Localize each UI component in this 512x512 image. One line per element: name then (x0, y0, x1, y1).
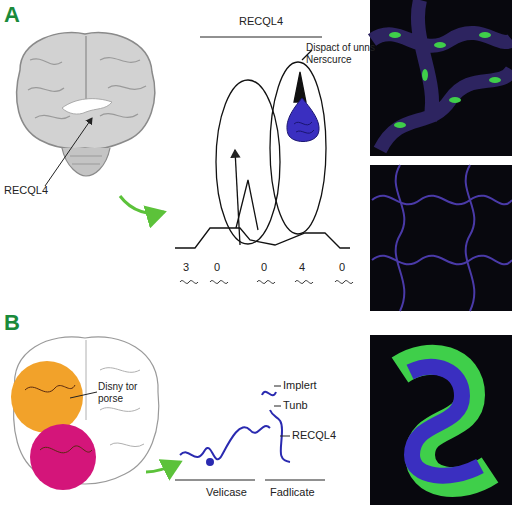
brain-illustration (17, 33, 155, 177)
callout-note: Dispact of unns Nerscurce (306, 42, 376, 65)
leader-line (274, 406, 281, 407)
part-label: Implert (283, 379, 317, 392)
part-label: RECQL4 (292, 429, 336, 442)
axis-label: Fadlicate (270, 486, 315, 499)
structure-label: RECQL4 (4, 184, 48, 197)
callout-note: Disny tor porse (98, 381, 140, 404)
panel-letter: A (4, 2, 20, 27)
droplet-texture (294, 122, 314, 133)
axis-label: Velicase (206, 486, 247, 499)
micrograph (370, 0, 512, 156)
plot-sketch (175, 50, 350, 248)
brain-outline (11, 337, 159, 490)
flow-arrow (146, 462, 180, 472)
tick-label: 0 (214, 261, 220, 274)
strand-sketch (180, 392, 290, 465)
axis-rule (265, 480, 325, 481)
micrograph (370, 165, 512, 311)
tick-label: 4 (299, 261, 305, 274)
leader-line (280, 436, 290, 437)
tick-label: 0 (261, 261, 267, 274)
axis-rule (175, 480, 255, 481)
micrograph (370, 335, 512, 505)
part-label: Tunb (283, 399, 308, 412)
figure-title: RECQL4 (200, 15, 322, 28)
leader-line (70, 392, 97, 398)
leader-line (274, 386, 281, 387)
tick-glyphs (180, 281, 353, 284)
leader-arrow (45, 118, 92, 186)
title-rule (200, 37, 322, 38)
flow-arrow (120, 196, 164, 213)
tick-label: 0 (339, 261, 345, 274)
panel-letter: B (4, 310, 20, 335)
tick-label: 3 (183, 261, 189, 274)
droplet-shape (287, 98, 319, 142)
